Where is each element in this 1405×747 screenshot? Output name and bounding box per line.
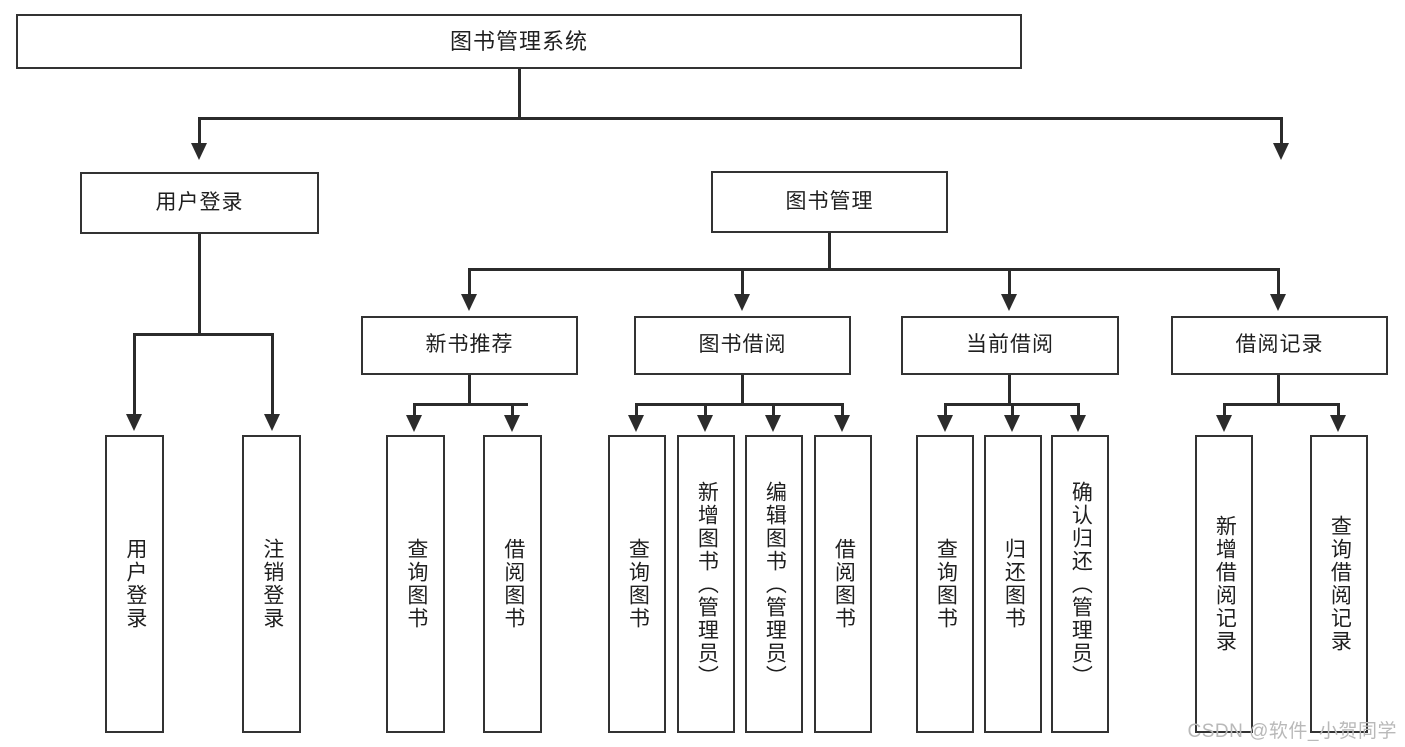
- node-label: 图书管理: [785, 189, 874, 213]
- node-label: 查询图书: [934, 538, 958, 630]
- connector-leg-edit-book: [772, 403, 775, 417]
- arrowhead-query-book-1: [406, 415, 422, 432]
- node-label: 查询图书: [404, 538, 428, 630]
- node-root-system[interactable]: 图书管理系统: [16, 14, 1022, 69]
- node-label: 新书推荐: [425, 333, 514, 357]
- arrowhead-user-login: [191, 143, 207, 160]
- connector-book-borrow-stem: [741, 375, 744, 405]
- node-leaf-return-book[interactable]: 归还图书: [984, 435, 1042, 733]
- connector-borrow-record-bus: [1223, 403, 1339, 406]
- arrowhead-query-record: [1330, 415, 1346, 432]
- node-book-manage[interactable]: 图书管理: [711, 171, 948, 233]
- connector-book-borrow-bus: [635, 403, 844, 406]
- arrowhead-book-manage: [1273, 143, 1289, 160]
- node-label: 借阅图书: [501, 538, 525, 630]
- connector-new-book-recommend-stem: [468, 375, 471, 405]
- node-leaf-borrow-book-1[interactable]: 借阅图书: [483, 435, 542, 733]
- connector-leg-query-book-3: [944, 403, 947, 417]
- arrowhead-return-book: [1004, 415, 1020, 432]
- connector-leg-leaf-user-login: [133, 333, 136, 416]
- node-leaf-query-record[interactable]: 查询借阅记录: [1310, 435, 1368, 733]
- arrowhead-confirm-return: [1070, 415, 1086, 432]
- connector-user-login-stem: [198, 234, 201, 335]
- node-leaf-query-book-3[interactable]: 查询图书: [916, 435, 974, 733]
- connector-new-book-recommend-bus: [413, 403, 528, 406]
- arrowhead-book-borrow: [734, 294, 750, 311]
- node-leaf-query-book-2[interactable]: 查询图书: [608, 435, 666, 733]
- node-label: 新增图书（管理员）: [695, 480, 719, 688]
- node-current-borrow[interactable]: 当前借阅: [901, 316, 1119, 375]
- node-label: 查询图书: [626, 538, 650, 630]
- node-leaf-user-login[interactable]: 用户登录: [105, 435, 164, 733]
- node-leaf-logout[interactable]: 注销登录: [242, 435, 301, 733]
- connector-leg-new-book-recommend: [468, 268, 471, 296]
- node-leaf-borrow-book-2[interactable]: 借阅图书: [814, 435, 872, 733]
- node-user-login[interactable]: 用户登录: [80, 172, 319, 234]
- connector-root-stem: [518, 69, 521, 119]
- arrowhead-query-book-3: [937, 415, 953, 432]
- node-label: 用户登录: [155, 190, 244, 214]
- node-leaf-add-book[interactable]: 新增图书（管理员）: [677, 435, 735, 733]
- connector-leg-current-borrow: [1008, 268, 1011, 296]
- connector-leg-user-login: [198, 117, 201, 145]
- node-leaf-confirm-return[interactable]: 确认归还（管理员）: [1051, 435, 1109, 733]
- node-borrow-record[interactable]: 借阅记录: [1171, 316, 1388, 375]
- connector-level1-bus: [198, 117, 1283, 120]
- node-label: 编辑图书（管理员）: [763, 480, 787, 688]
- node-label: 归还图书: [1002, 538, 1026, 630]
- node-leaf-edit-book[interactable]: 编辑图书（管理员）: [745, 435, 803, 733]
- arrowhead-current-borrow: [1001, 294, 1017, 311]
- watermark-text: CSDN @软件_小贺同学: [1187, 721, 1397, 742]
- arrowhead-query-book-2: [628, 415, 644, 432]
- connector-user-login-bus: [133, 333, 274, 336]
- connector-leg-query-book-2: [635, 403, 638, 417]
- arrowhead-edit-book: [765, 415, 781, 432]
- node-label: 用户登录: [123, 538, 147, 630]
- node-label: 借阅图书: [832, 538, 856, 630]
- node-label: 新增借阅记录: [1213, 515, 1237, 653]
- node-label: 借阅记录: [1235, 333, 1324, 357]
- connector-leg-query-book-1: [413, 403, 416, 417]
- connector-book-manage-stem: [828, 233, 831, 270]
- connector-borrow-record-stem: [1277, 375, 1280, 405]
- node-label: 当前借阅: [966, 333, 1054, 357]
- node-leaf-add-record[interactable]: 新增借阅记录: [1195, 435, 1253, 733]
- arrowhead-new-book-recommend: [461, 294, 477, 311]
- connector-leg-add-book: [704, 403, 707, 417]
- node-label: 注销登录: [260, 538, 284, 630]
- connector-leg-book-borrow: [741, 268, 744, 296]
- connector-leg-add-record: [1223, 403, 1226, 417]
- arrowhead-add-book: [697, 415, 713, 432]
- connector-leg-borrow-record: [1277, 268, 1280, 296]
- connector-leg-book-manage: [1280, 117, 1283, 145]
- connector-leg-leaf-logout: [271, 333, 274, 416]
- arrowhead-leaf-user-login: [126, 414, 142, 431]
- arrowhead-add-record: [1216, 415, 1232, 432]
- node-label: 确认归还（管理员）: [1069, 480, 1093, 688]
- connector-leg-confirm-return: [1077, 403, 1080, 417]
- arrowhead-borrow-record: [1270, 294, 1286, 311]
- node-leaf-query-book-1[interactable]: 查询图书: [386, 435, 445, 733]
- node-label: 图书管理系统: [449, 28, 588, 54]
- node-new-book-recommend[interactable]: 新书推荐: [361, 316, 578, 375]
- node-label: 图书借阅: [698, 333, 787, 357]
- connector-leg-query-record: [1337, 403, 1340, 417]
- connector-level3-bus: [468, 268, 1280, 271]
- connector-leg-borrow-book-2: [841, 403, 844, 417]
- node-book-borrow[interactable]: 图书借阅: [634, 316, 851, 375]
- connector-current-borrow-stem: [1008, 375, 1011, 405]
- arrowhead-borrow-book-1: [504, 415, 520, 432]
- arrowhead-leaf-logout: [264, 414, 280, 431]
- connector-leg-return-book: [1011, 403, 1014, 417]
- arrowhead-borrow-book-2: [834, 415, 850, 432]
- node-label: 查询借阅记录: [1328, 515, 1352, 653]
- connector-leg-borrow-book-1: [511, 403, 514, 417]
